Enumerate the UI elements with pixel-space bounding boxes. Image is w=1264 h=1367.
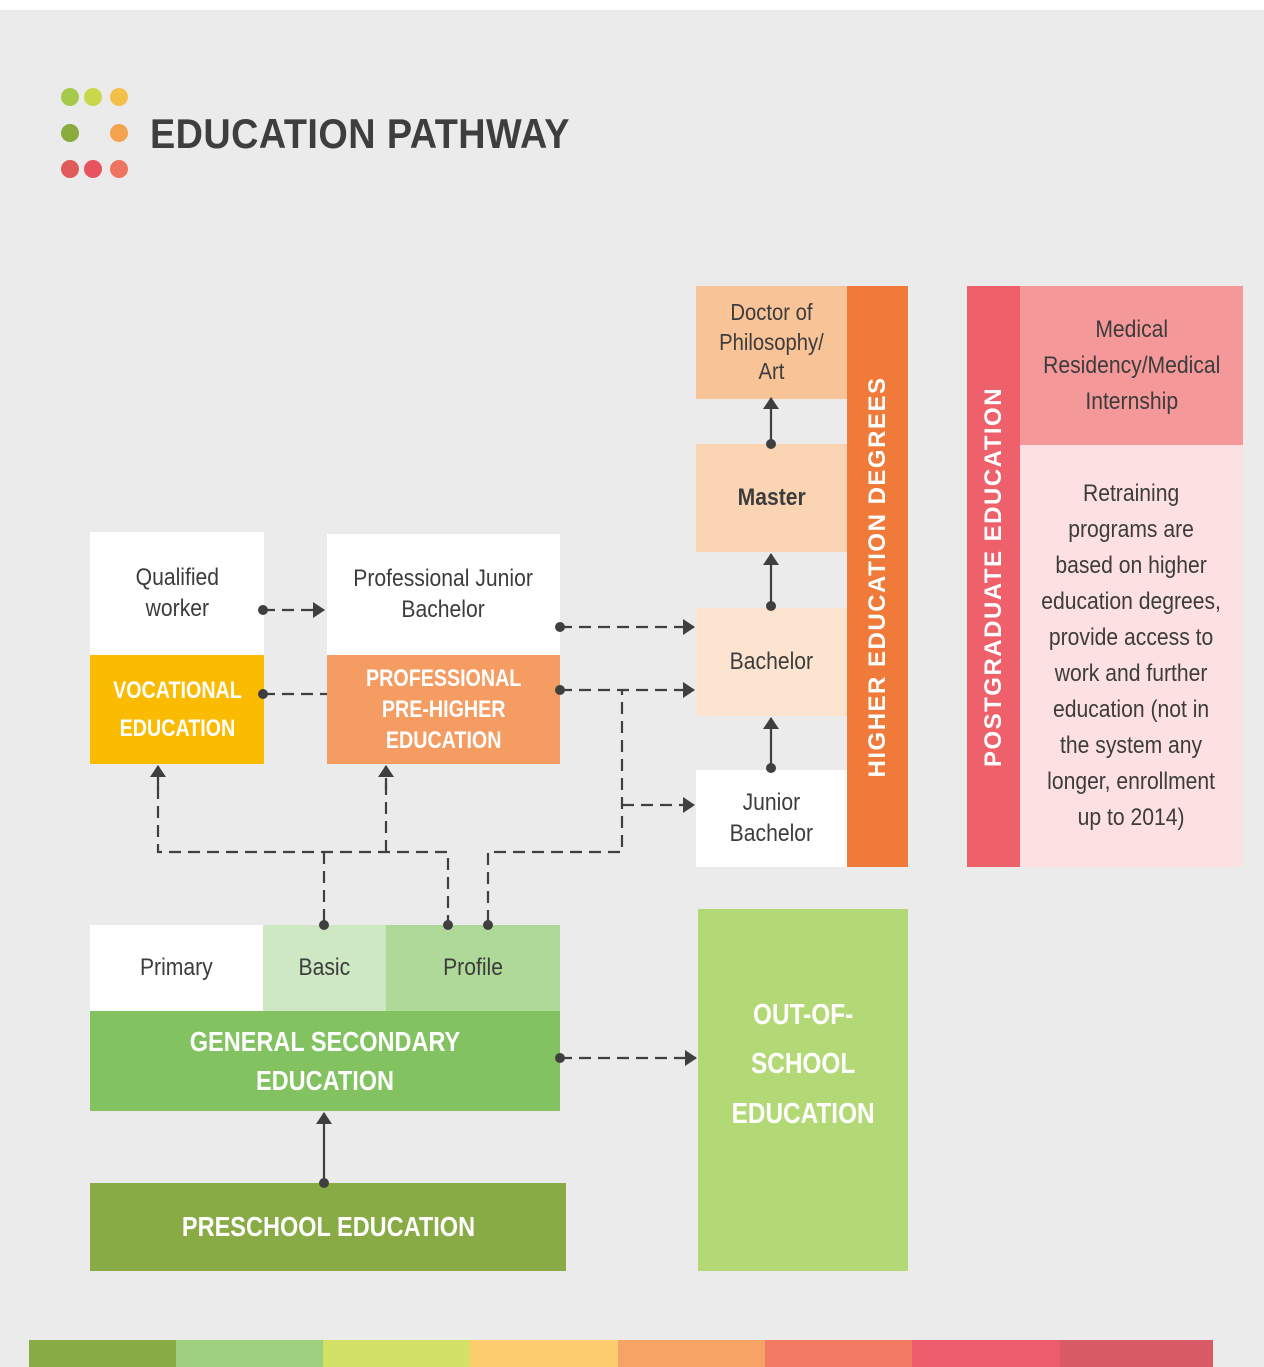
retraining-label: Retraining programs are based on higher …	[1041, 480, 1222, 831]
strip-segment	[765, 1340, 912, 1367]
vocational-education-box: VOCATIONAL EDUCATION	[90, 655, 264, 764]
professional-pre-higher-box: PROFESSIONAL PRE-HIGHER EDUCATION	[327, 655, 560, 764]
out-of-school-education-label: OUT-OF- SCHOOL EDUCATION	[731, 999, 875, 1130]
preschool-education-label: PRESCHOOL EDUCATION	[181, 1211, 475, 1243]
profile-box: Profile	[386, 925, 560, 1011]
out-of-school-education-box: OUT-OF- SCHOOL EDUCATION	[698, 909, 908, 1271]
general-secondary-education-box: GENERAL SECONDARY EDUCATION	[90, 1011, 560, 1111]
logo-dot	[61, 124, 79, 142]
medical-residency-label: Medical Residency/Medical Internship	[1042, 315, 1221, 415]
logo-dot	[84, 88, 102, 106]
doctor-box: Doctor of Philosophy/ Art	[696, 286, 847, 399]
basic-box: Basic	[263, 925, 386, 1011]
clipped-caption-fragment	[0, 0, 1264, 10]
primary-box: Primary	[90, 925, 263, 1011]
bachelor-box: Bachelor	[696, 608, 847, 716]
junior-bachelor-label: Junior Bachelor	[729, 788, 814, 847]
logo-dot	[61, 160, 79, 178]
logo-dot	[110, 88, 128, 106]
qualified-worker-box: Qualified worker	[90, 532, 264, 655]
logo-dot	[61, 88, 79, 106]
retraining-box: Retraining programs are based on higher …	[1020, 445, 1243, 867]
professional-pre-higher-label: PROFESSIONAL PRE-HIGHER EDUCATION	[365, 664, 522, 755]
page-title: EDUCATION PATHWAY	[150, 110, 570, 157]
general-secondary-education-label: GENERAL SECONDARY EDUCATION	[189, 1025, 461, 1096]
master-label: Master	[737, 483, 806, 511]
junior-bachelor-box: Junior Bachelor	[696, 770, 847, 867]
strip-segment	[1060, 1340, 1213, 1367]
bachelor-label: Bachelor	[729, 647, 814, 675]
strip-segment	[176, 1340, 323, 1367]
strip-segment	[912, 1340, 1060, 1367]
master-box: Master	[696, 444, 847, 552]
strip-segment	[618, 1340, 765, 1367]
strip-segment	[323, 1340, 470, 1367]
profile-label: Profile	[443, 953, 503, 981]
logo-dot	[110, 160, 128, 178]
strip-segment	[29, 1340, 176, 1367]
strip-segment	[470, 1340, 618, 1367]
qualified-worker-label: Qualified worker	[135, 563, 219, 622]
logo-dot	[84, 160, 102, 178]
medical-residency-box: Medical Residency/Medical Internship	[1020, 286, 1243, 445]
logo-dot	[110, 124, 128, 142]
professional-junior-bachelor-label: Professional Junior Bachelor	[353, 564, 534, 623]
basic-label: Basic	[298, 953, 351, 981]
postgraduate-education-bar: POSTGRADUATE EDUCATION	[967, 286, 1020, 867]
primary-label: Primary	[140, 953, 213, 981]
higher-education-degrees-bar: HIGHER EDUCATION DEGREES	[847, 286, 908, 867]
professional-junior-bachelor-box: Professional Junior Bachelor	[327, 534, 560, 655]
doctor-label: Doctor of Philosophy/ Art	[719, 299, 824, 385]
vocational-education-label: VOCATIONAL EDUCATION	[112, 677, 242, 742]
preschool-education-box: PRESCHOOL EDUCATION	[90, 1183, 566, 1271]
